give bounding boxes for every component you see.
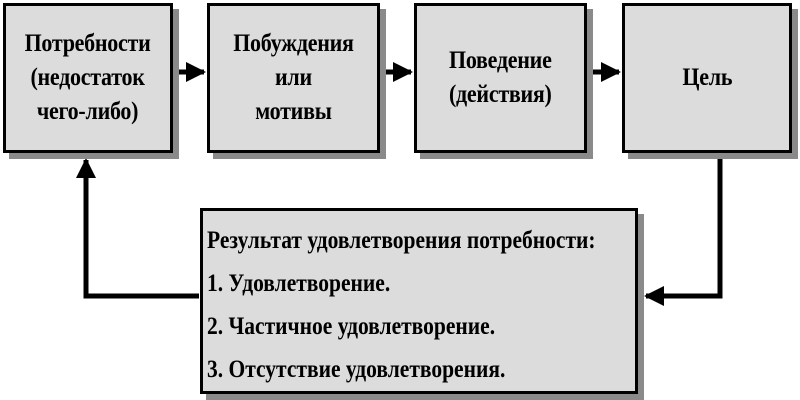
- result-item-2: 2. Частичное удовлетворение.: [207, 313, 496, 340]
- result-item-3: 3. Отсутствие удовлетворения.: [207, 356, 506, 383]
- arrow-result-to-needs: [76, 158, 199, 299]
- result-item-1: 1. Удовлетворение.: [207, 270, 391, 297]
- needs-line-3: чего-либо): [37, 98, 139, 125]
- behavior-box: Поведение (действия): [414, 3, 587, 153]
- needs-line-1: Потребности: [25, 30, 151, 57]
- motives-line-1: Побуждения: [233, 30, 354, 57]
- goal-line-1: Цель: [682, 64, 732, 91]
- goal-box: Цель: [622, 3, 792, 153]
- arrow-goal-to-result: [644, 154, 723, 306]
- behavior-line-1: Поведение: [449, 47, 552, 74]
- needs-box: Потребности (недостаток чего-либо): [3, 3, 173, 153]
- motives-line-2: или: [275, 64, 312, 91]
- needs-line-2: (недостаток: [30, 64, 146, 91]
- behavior-line-2: (действия): [449, 81, 552, 108]
- motives-box: Побуждения или мотивы: [207, 3, 380, 153]
- motives-line-3: мотивы: [255, 98, 332, 125]
- result-box: Результат удовлетворения потребности: 1.…: [200, 208, 638, 394]
- result-title: Результат удовлетворения потребности:: [207, 227, 596, 254]
